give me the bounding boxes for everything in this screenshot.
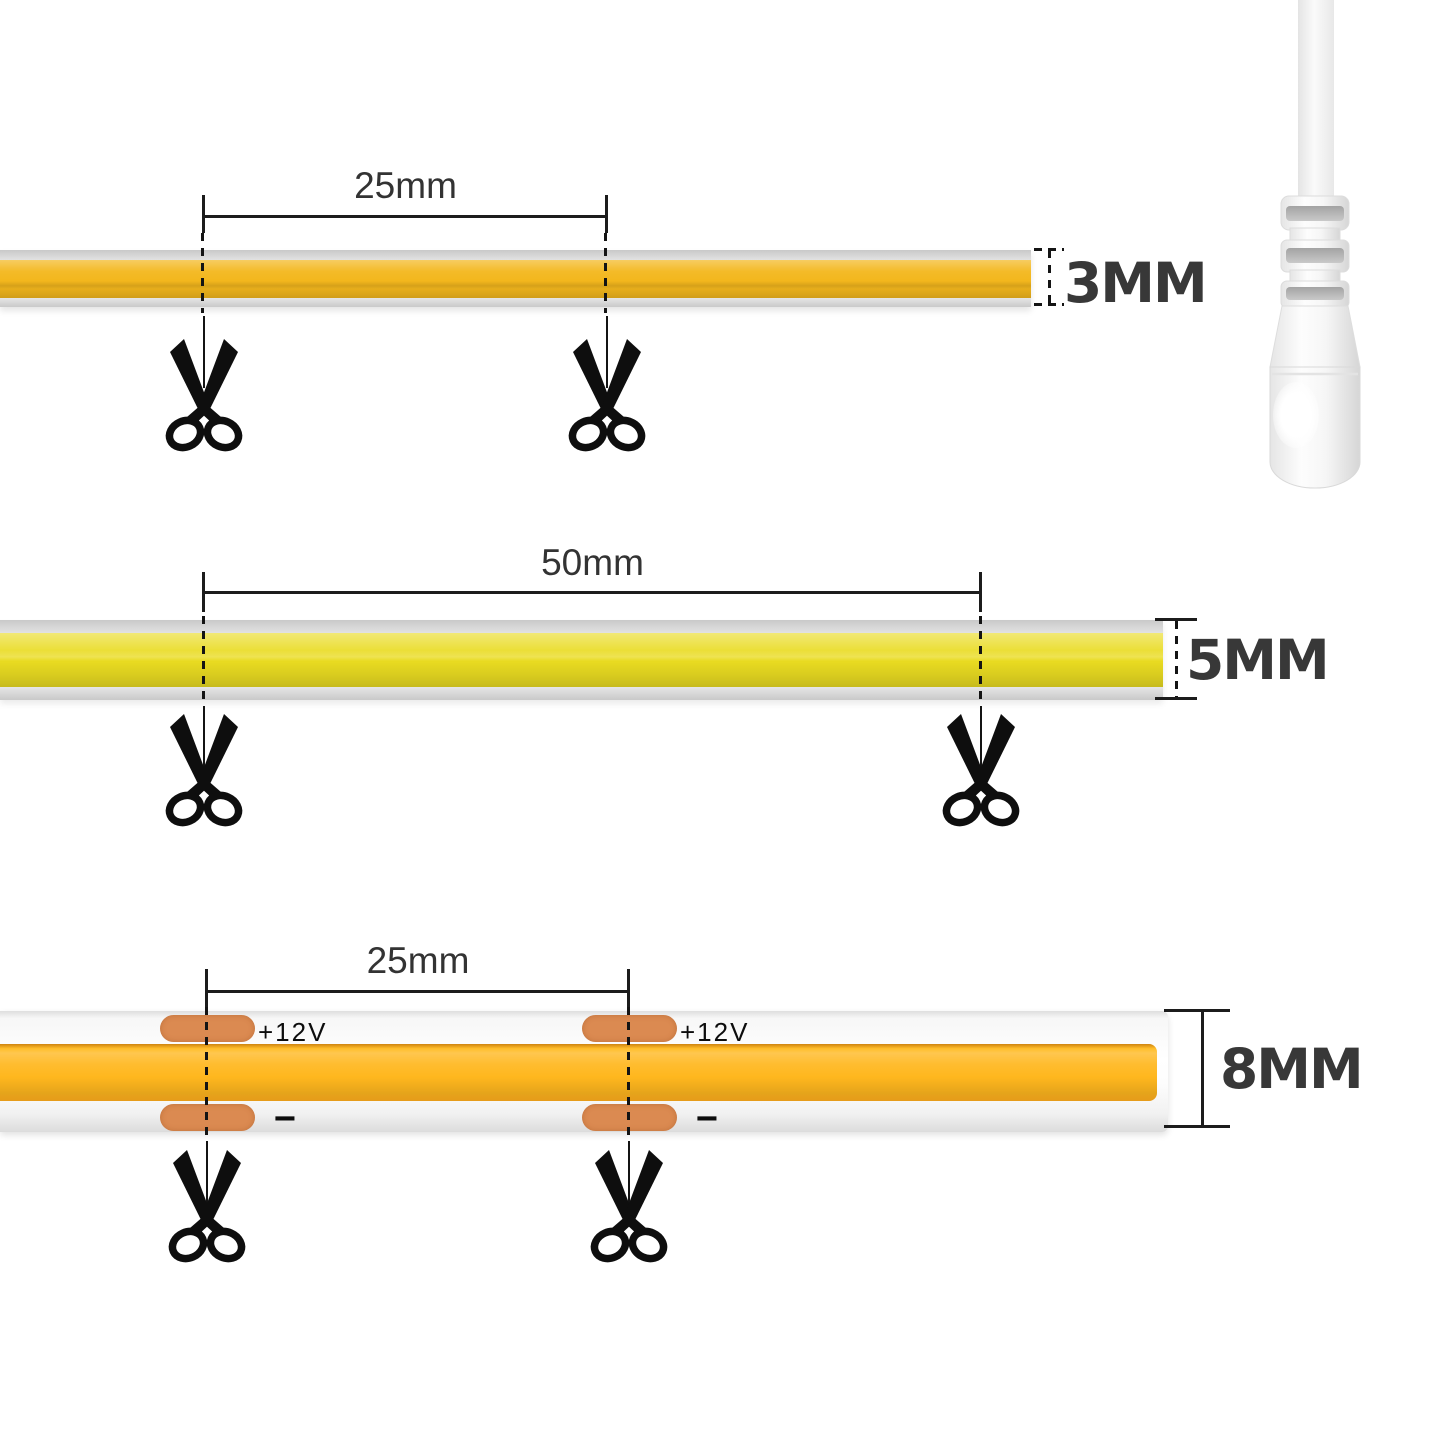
pad-negative-label: − bbox=[695, 1098, 719, 1140]
strip-top-edge bbox=[0, 250, 1031, 260]
dimension-tick bbox=[979, 572, 982, 612]
scissors-icon bbox=[581, 1147, 677, 1265]
connector-cable bbox=[1298, 0, 1334, 202]
dimension-tick bbox=[202, 572, 205, 612]
thickness-tick bbox=[1164, 1125, 1230, 1128]
cut-spacing-label-3mm: 25mm bbox=[354, 165, 457, 206]
cut-line bbox=[628, 1141, 630, 1213]
dimension-tick bbox=[202, 195, 205, 233]
cut-spacing-label-8mm: 25mm bbox=[366, 940, 470, 981]
cut-line bbox=[203, 706, 205, 770]
dimension-line bbox=[204, 215, 607, 218]
thickness-line bbox=[1201, 1011, 1204, 1128]
cut-mark bbox=[201, 616, 205, 704]
strip-phosphor-band bbox=[0, 1044, 1157, 1101]
thickness-line bbox=[1048, 250, 1051, 306]
dimension-line bbox=[204, 591, 981, 594]
cut-mark bbox=[604, 233, 607, 313]
strip-top-edge bbox=[0, 620, 1163, 633]
cut-mark bbox=[201, 233, 204, 313]
pad-positive-label: +12V bbox=[258, 1017, 328, 1047]
pad-negative-label: − bbox=[273, 1098, 297, 1140]
cut-mark bbox=[627, 1007, 630, 1136]
dimension-line bbox=[207, 990, 629, 993]
thickness-tick bbox=[1164, 1009, 1230, 1012]
thickness-tick bbox=[1155, 697, 1197, 700]
strip-phosphor-band bbox=[0, 259, 1031, 298]
thickness-tick bbox=[1034, 248, 1064, 251]
cut-spacing-label-5mm: 50mm bbox=[541, 542, 644, 583]
thickness-tick bbox=[1155, 618, 1197, 621]
cut-line bbox=[605, 316, 608, 388]
thickness-label-3mm: 3MM bbox=[1064, 251, 1208, 315]
cut-line bbox=[206, 1141, 208, 1213]
scissors-icon bbox=[156, 711, 252, 829]
thickness-label-8mm: 8MM bbox=[1220, 1037, 1364, 1101]
strip-bottom-edge bbox=[0, 297, 1031, 307]
dimension-tick bbox=[627, 969, 630, 1007]
cut-line bbox=[980, 706, 982, 770]
dc-connector bbox=[1252, 0, 1377, 505]
thickness-label-5mm: 5MM bbox=[1186, 628, 1330, 692]
connector-neck bbox=[1269, 305, 1361, 368]
scissors-icon bbox=[933, 711, 1029, 829]
cut-mark bbox=[205, 1007, 208, 1136]
pad-positive-label: +12V bbox=[680, 1017, 750, 1047]
strip-phosphor-band bbox=[0, 633, 1163, 687]
thickness-line bbox=[1175, 621, 1178, 697]
scissors-icon bbox=[159, 1147, 255, 1265]
led-strip-3mm bbox=[0, 250, 1031, 307]
strip-bottom-edge bbox=[0, 687, 1163, 700]
scissors-icon bbox=[559, 336, 655, 454]
dimension-tick bbox=[205, 969, 208, 1007]
dimension-tick bbox=[605, 195, 608, 233]
cut-mark bbox=[978, 616, 982, 704]
cut-line bbox=[202, 316, 205, 388]
led-strip-5mm bbox=[0, 620, 1163, 700]
scissors-icon bbox=[156, 336, 252, 454]
